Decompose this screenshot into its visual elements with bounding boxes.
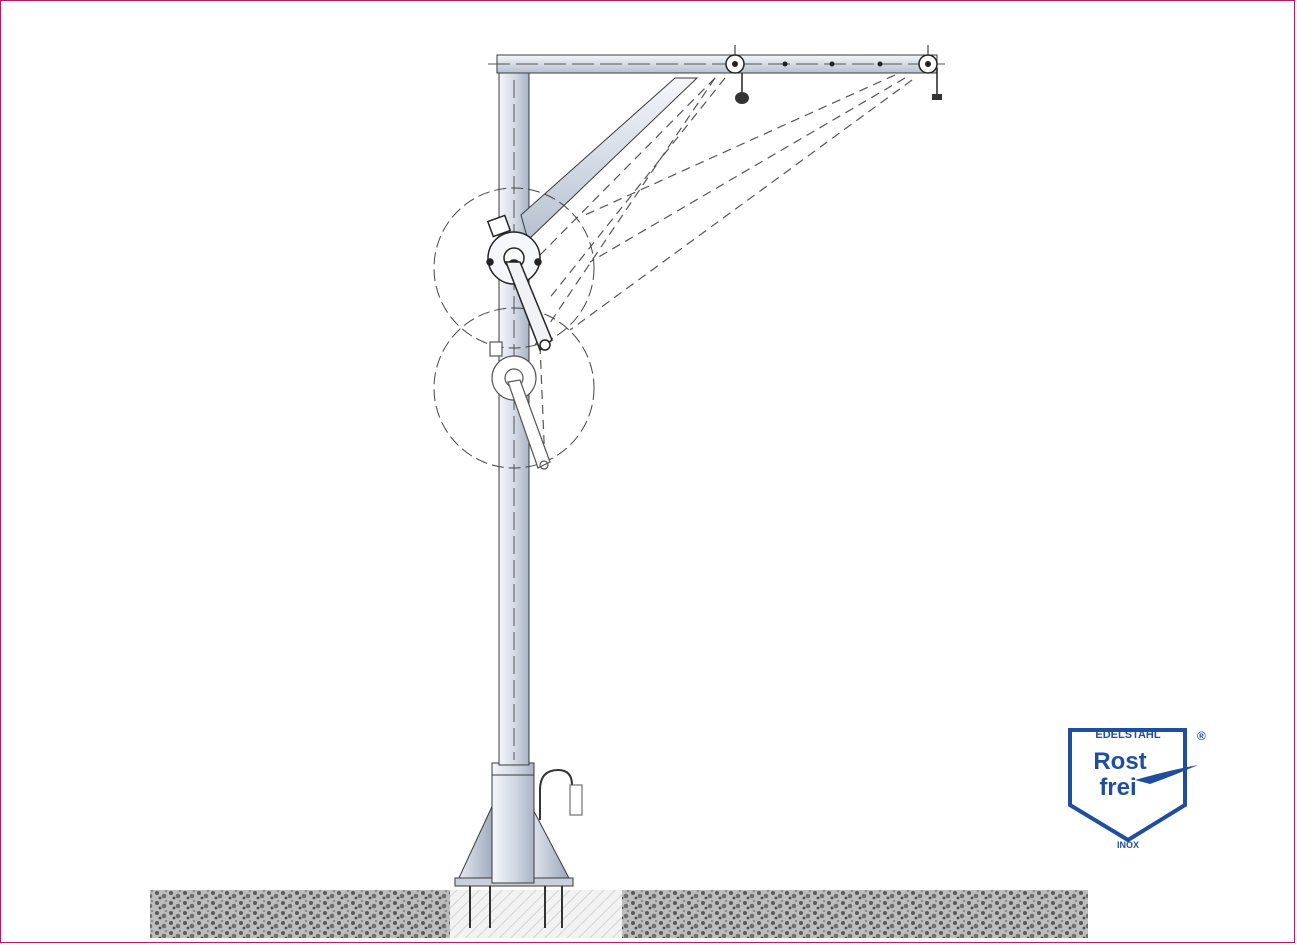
logo-line2: frei	[1099, 774, 1136, 801]
winch-swing-circle-lower	[433, 307, 595, 469]
edelstahl-rostfrei-logo: EDELSTAHL ® Rost frei INOX	[1068, 728, 1206, 850]
winch-swing-circle-upper	[433, 187, 595, 349]
logo-registered-mark: ®	[1197, 729, 1206, 743]
logo-swoosh-icon	[1135, 765, 1198, 784]
diagonal-brace	[520, 77, 699, 241]
mast-socket	[491, 762, 535, 884]
logo-top-label: EDELSTAHL	[1095, 729, 1160, 741]
locking-pin	[539, 768, 583, 820]
winch-lower	[489, 341, 551, 470]
boom-holes	[782, 61, 883, 67]
logo-bottom-label: INOX	[1117, 840, 1139, 850]
winch-upper	[486, 214, 553, 352]
rope-lines	[534, 74, 913, 466]
logo-line1: Rost	[1093, 748, 1146, 775]
pulley-outer	[918, 45, 942, 100]
pulley-inner	[725, 45, 749, 104]
ground-gravel	[150, 890, 1088, 938]
